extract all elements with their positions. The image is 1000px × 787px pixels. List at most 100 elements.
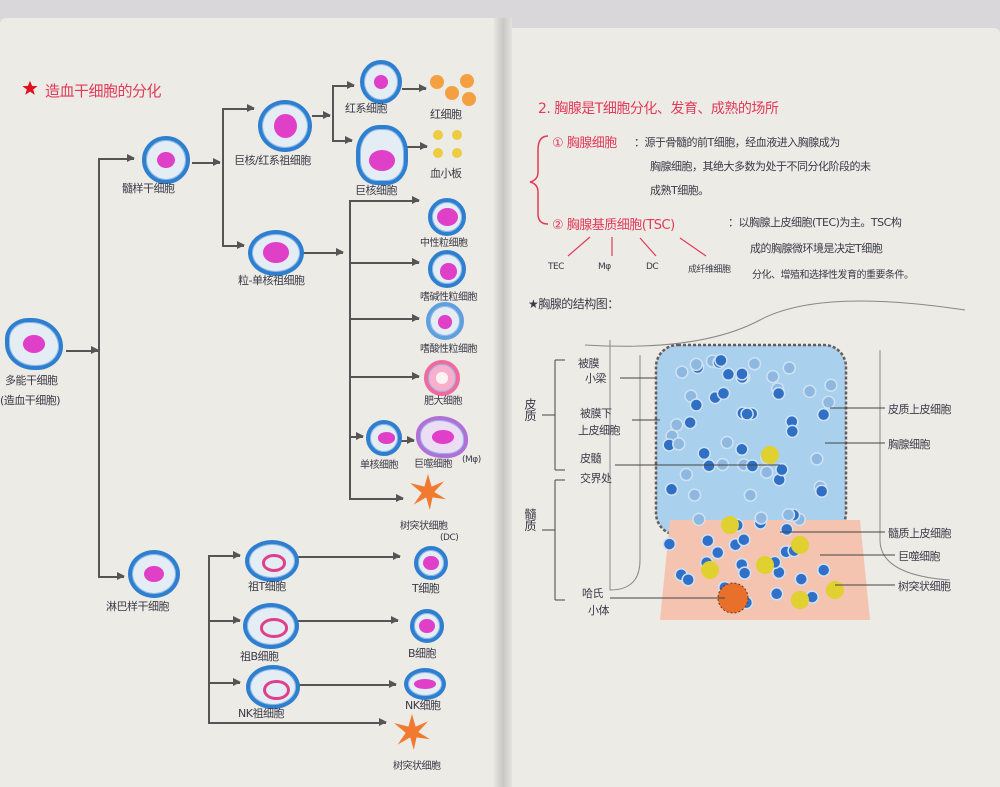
thymocyte-mark <box>754 511 768 525</box>
thymocyte-mark <box>720 435 734 450</box>
item1-label: ① 胸腺细胞 <box>552 136 617 151</box>
platelet-icon <box>433 130 443 140</box>
thymocyte-mark <box>781 508 796 522</box>
thymocyte-mark <box>769 587 784 601</box>
thymocyte-mark <box>681 572 695 587</box>
notebook-gutter <box>494 18 512 787</box>
megakaryocyte-cell <box>356 125 408 185</box>
tsc-type: 成纤维细胞 <box>688 265 731 275</box>
arrow <box>303 249 344 255</box>
medullary-epithelial-label: 髓质上皮细胞 <box>888 527 952 540</box>
thymocyte-mark <box>794 572 809 586</box>
thymocyte-mark <box>814 484 829 499</box>
arrow <box>208 617 241 623</box>
macrophage-abbr: (Mφ) <box>462 455 481 465</box>
thymocyte-mark <box>785 424 800 439</box>
platelet-icon <box>452 148 462 158</box>
rbc-icon <box>460 74 474 88</box>
macrophage-mark <box>826 581 844 599</box>
arrow <box>208 552 241 558</box>
item1-text: ：源于骨髓的前T细胞，经血液进入胸腺成为 <box>634 136 840 149</box>
pro-t-label: 祖T细胞 <box>248 580 286 593</box>
junction-label: 皮髓 <box>580 452 602 465</box>
gm-progenitor-cell <box>248 230 304 276</box>
hassall-corpuscle-mark <box>717 582 749 614</box>
arrow <box>349 197 420 203</box>
thymocyte-mark <box>721 367 736 382</box>
myeloid-stem-cell <box>142 136 190 184</box>
mk-ery-progenitor-cell <box>258 100 312 152</box>
tsc-type: Mφ <box>598 262 611 272</box>
lymphoid-stem-cell <box>128 550 180 598</box>
arrow <box>332 137 353 143</box>
arrow <box>402 85 427 91</box>
macrophage-mark <box>791 536 809 554</box>
tsc-type: DC <box>646 262 659 272</box>
arrow <box>349 259 420 265</box>
junction-label: 交界处 <box>580 472 612 485</box>
macrophage-mark <box>791 591 809 609</box>
thymocyte-mark <box>737 532 751 547</box>
thymocyte-mark <box>672 437 686 451</box>
thymocyte-label: 胸腺细胞 <box>888 438 931 451</box>
nk-cell-label: NK细胞 <box>405 699 441 712</box>
item2-text: 成的胸腺微环境是决定T细胞 <box>750 242 883 255</box>
thymocyte-mark <box>710 545 725 560</box>
arrow <box>349 495 404 501</box>
arrow <box>298 553 401 559</box>
thymocyte-mark <box>737 566 752 580</box>
mast-label: 肥大细胞 <box>424 396 463 407</box>
arrow <box>208 679 241 685</box>
monocyte-label: 单核细胞 <box>360 460 399 471</box>
megakaryocyte-label: 巨核细胞 <box>355 184 398 197</box>
macrophage-mark <box>701 561 719 579</box>
t-cell-label: T细胞 <box>412 582 440 595</box>
cortical-epithelial-label: 皮质上皮细胞 <box>888 403 952 416</box>
nk-cell <box>404 668 446 700</box>
thymocyte-mark <box>743 488 758 502</box>
b-cell <box>410 609 444 643</box>
section-heading: 2. 胸腺是T细胞分化、发育、成熟的场所 <box>538 98 779 118</box>
t-cell <box>414 546 448 580</box>
macrophage-cell <box>416 416 468 458</box>
hsc-cell <box>5 318 63 370</box>
thymocyte-mark <box>735 442 749 457</box>
erythroid-label: 红系细胞 <box>345 102 388 115</box>
gm-progenitor-label: 粒-单核祖细胞 <box>238 274 305 287</box>
myeloid-stem-label: 髓样干细胞 <box>122 182 175 195</box>
dendritic-cell-icon <box>394 714 430 750</box>
macrophage-mark <box>761 446 779 464</box>
subcapsular-label: 上皮细胞 <box>578 424 621 437</box>
branch-line <box>98 158 100 578</box>
thymocyte-mark <box>689 398 704 412</box>
thymocyte-mark <box>759 465 774 480</box>
item2-text: ：以胸腺上皮细胞(TEC)为主。TSC构 <box>728 216 902 229</box>
thymocyte-mark <box>692 512 706 527</box>
platelet-icon <box>452 130 462 140</box>
pro-b-cell <box>243 603 299 649</box>
arrow <box>98 573 125 579</box>
thymocyte-mark <box>716 386 731 401</box>
pro-t-cell <box>245 540 299 582</box>
arrow <box>192 159 221 165</box>
thymocyte-mark <box>766 369 780 384</box>
item1-text: 成熟T细胞。 <box>650 184 709 197</box>
hassall-label: 哈氏 <box>582 587 604 600</box>
erythroid-cell <box>360 60 402 104</box>
macrophage-label: 巨噬细胞 <box>898 550 941 563</box>
thymocyte-mark <box>687 488 702 502</box>
trabecula-label: 小梁 <box>585 372 607 385</box>
thymocyte-mark <box>802 384 817 399</box>
thymocyte-mark <box>675 365 689 379</box>
item2-text: 分化、增殖和选择性发育的重要条件。 <box>752 270 914 281</box>
thymocyte-mark <box>745 459 760 473</box>
rbc-icon <box>430 75 444 89</box>
rbc-label: 红细胞 <box>430 108 462 121</box>
thymocyte-mark <box>662 537 677 551</box>
thymocyte-mark <box>810 452 824 466</box>
cortex-region <box>654 343 848 537</box>
dc-label-2: 树突状细胞 <box>393 761 441 772</box>
macrophage-label: 巨噬细胞 <box>414 459 453 470</box>
medulla-label: 髓质 <box>523 508 537 531</box>
thymocyte-mark <box>683 415 697 430</box>
